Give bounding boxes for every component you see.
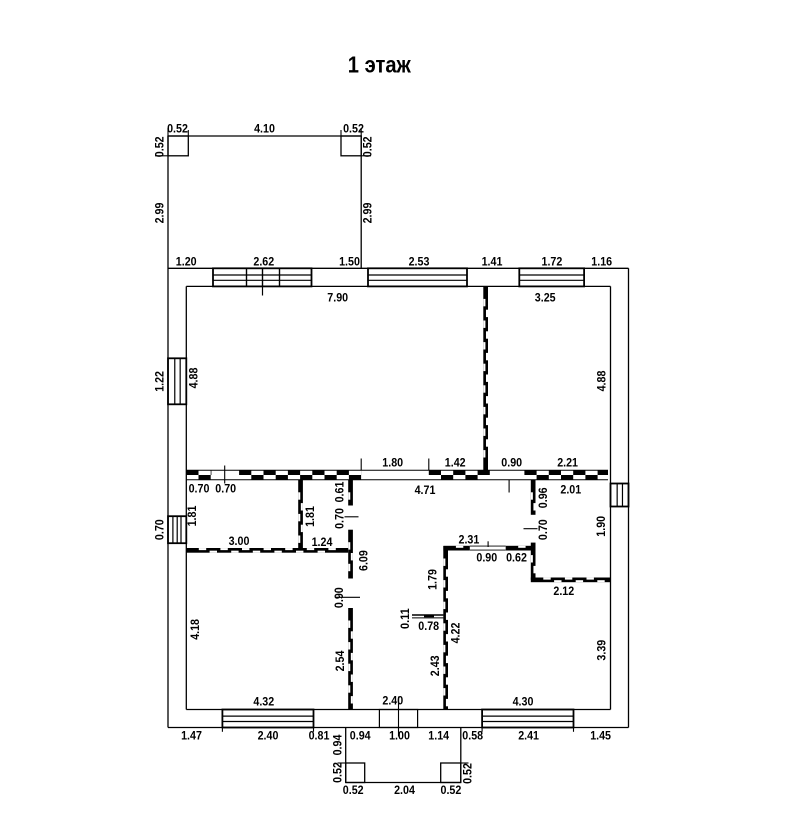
svg-text:0.52: 0.52 [343, 783, 364, 797]
svg-text:3.00: 3.00 [229, 534, 250, 548]
svg-text:1.47: 1.47 [181, 729, 202, 743]
svg-text:3.25: 3.25 [535, 290, 556, 304]
svg-text:4.88: 4.88 [186, 367, 200, 388]
svg-text:0.61: 0.61 [332, 481, 346, 502]
svg-text:1.20: 1.20 [176, 255, 197, 269]
svg-text:0.58: 0.58 [462, 729, 483, 743]
svg-text:1.41: 1.41 [482, 255, 503, 269]
svg-text:1.79: 1.79 [425, 569, 439, 590]
svg-text:2.40: 2.40 [258, 729, 279, 743]
svg-text:4.10: 4.10 [254, 121, 275, 135]
svg-text:1 этаж: 1 этаж [348, 52, 411, 78]
svg-text:2.43: 2.43 [428, 655, 442, 676]
svg-text:1.81: 1.81 [303, 506, 317, 527]
svg-text:2.21: 2.21 [557, 455, 578, 469]
svg-text:2.04: 2.04 [394, 783, 415, 797]
svg-text:0.52: 0.52 [460, 763, 474, 784]
svg-text:0.96: 0.96 [536, 487, 550, 508]
svg-text:0.52: 0.52 [360, 136, 374, 157]
svg-text:2.01: 2.01 [560, 482, 581, 496]
svg-text:0.11: 0.11 [398, 608, 412, 629]
svg-text:0.81: 0.81 [309, 729, 330, 743]
svg-text:0.70: 0.70 [332, 508, 346, 529]
svg-text:1.22: 1.22 [153, 371, 167, 392]
svg-text:0.90: 0.90 [476, 550, 497, 564]
svg-text:1.14: 1.14 [428, 729, 449, 743]
svg-text:0.70: 0.70 [536, 519, 550, 540]
svg-text:2.54: 2.54 [333, 650, 347, 671]
svg-text:2.53: 2.53 [409, 255, 430, 269]
svg-text:2.40: 2.40 [382, 694, 403, 708]
svg-text:0.52: 0.52 [153, 136, 167, 157]
svg-text:0.94: 0.94 [350, 729, 371, 743]
svg-text:2.12: 2.12 [553, 584, 574, 598]
svg-text:2.99: 2.99 [360, 202, 374, 223]
svg-text:4.71: 4.71 [415, 483, 436, 497]
svg-text:1.00: 1.00 [389, 729, 410, 743]
svg-text:1.45: 1.45 [590, 729, 611, 743]
svg-text:0.70: 0.70 [215, 481, 236, 495]
svg-text:3.39: 3.39 [594, 640, 608, 661]
svg-text:4.88: 4.88 [595, 370, 609, 391]
svg-text:6.09: 6.09 [357, 550, 371, 571]
svg-text:0.90: 0.90 [332, 587, 346, 608]
svg-text:4.32: 4.32 [253, 695, 274, 709]
svg-text:4.18: 4.18 [188, 619, 202, 640]
svg-text:0.52: 0.52 [441, 783, 462, 797]
svg-text:2.31: 2.31 [459, 532, 480, 546]
svg-text:1.90: 1.90 [594, 516, 608, 537]
svg-text:0.90: 0.90 [501, 455, 522, 469]
svg-text:2.99: 2.99 [153, 202, 167, 223]
svg-text:1.80: 1.80 [382, 455, 403, 469]
svg-text:1.16: 1.16 [591, 255, 612, 269]
svg-text:0.52: 0.52 [330, 762, 344, 783]
svg-text:1.50: 1.50 [339, 255, 360, 269]
svg-text:7.90: 7.90 [327, 290, 348, 304]
svg-text:0.62: 0.62 [506, 550, 527, 564]
svg-text:0.52: 0.52 [343, 121, 364, 135]
svg-text:0.78: 0.78 [418, 619, 439, 633]
svg-text:4.30: 4.30 [513, 694, 534, 708]
svg-text:0.94: 0.94 [330, 734, 344, 755]
svg-text:0.70: 0.70 [189, 481, 210, 495]
svg-text:1.81: 1.81 [185, 505, 199, 526]
svg-text:1.72: 1.72 [542, 255, 563, 269]
svg-text:4.22: 4.22 [448, 622, 462, 643]
svg-text:1.24: 1.24 [312, 535, 333, 549]
svg-text:1.42: 1.42 [445, 455, 466, 469]
svg-text:2.41: 2.41 [518, 729, 539, 743]
svg-text:2.62: 2.62 [253, 255, 274, 269]
svg-text:0.70: 0.70 [153, 519, 167, 540]
svg-text:0.52: 0.52 [167, 121, 188, 135]
